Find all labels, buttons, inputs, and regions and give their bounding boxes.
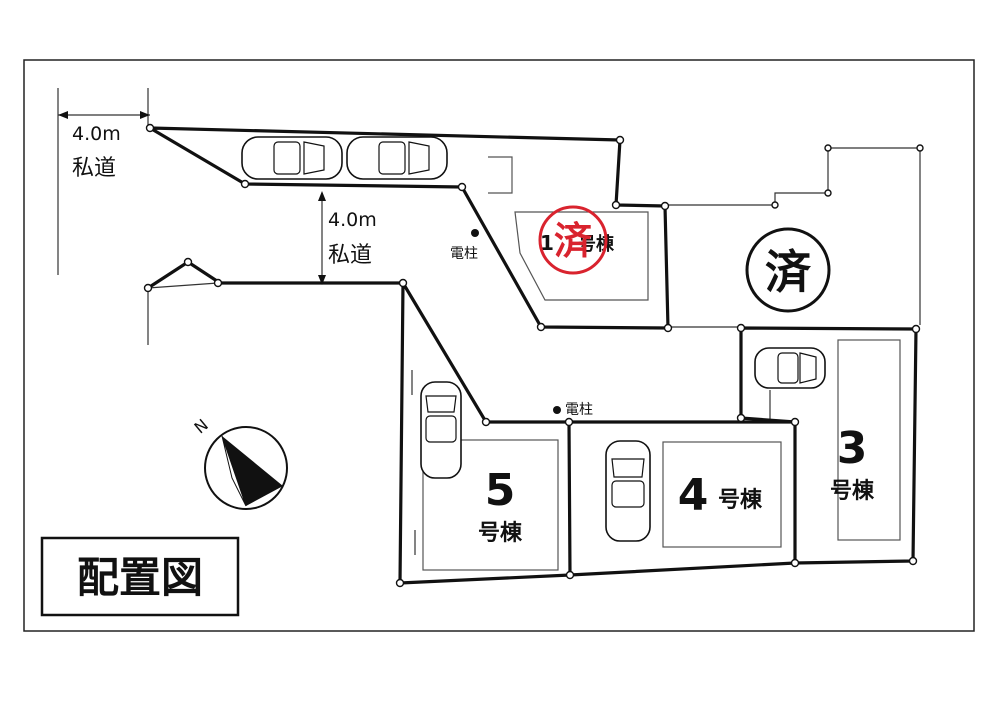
utility-pole-label: 電柱	[565, 402, 593, 418]
car-icon	[605, 440, 651, 542]
sold-stamp-text: 済	[554, 219, 593, 263]
road-name-label: 私道	[72, 156, 116, 181]
lot-3-suffix: 号棟	[830, 478, 875, 504]
sold-stamp: 済	[538, 205, 608, 275]
lot-number: 1	[540, 231, 554, 255]
road-width-label: 4.0m	[72, 123, 121, 145]
boundary-points	[143, 123, 924, 588]
north-compass-icon: N	[191, 415, 288, 510]
lot-4-suffix: 号棟	[718, 487, 763, 513]
page-title: 配置図	[77, 553, 203, 602]
lot-5-number: 5	[485, 465, 516, 516]
house-footprints	[422, 156, 901, 571]
lot-3-number: 3	[837, 423, 868, 474]
road-name-label: 私道	[328, 243, 372, 268]
outer-frame	[23, 59, 975, 632]
car-icon	[346, 136, 448, 180]
lot-4-number: 4	[678, 470, 709, 521]
sold-badge: 済	[745, 227, 831, 313]
road-guides	[57, 88, 921, 555]
title-box	[40, 536, 240, 617]
utility-pole-marker	[553, 406, 561, 414]
lot-5-suffix: 号棟	[478, 520, 523, 546]
north-label: N	[191, 415, 212, 437]
road-width-label: 4.0m	[328, 209, 377, 231]
car-icon	[241, 136, 343, 180]
car-icon	[420, 381, 462, 479]
utility-pole-label: 電柱	[450, 246, 478, 262]
sold-badge-text: 済	[765, 245, 812, 299]
car-icon	[754, 347, 826, 389]
utility-pole-marker	[471, 229, 479, 237]
